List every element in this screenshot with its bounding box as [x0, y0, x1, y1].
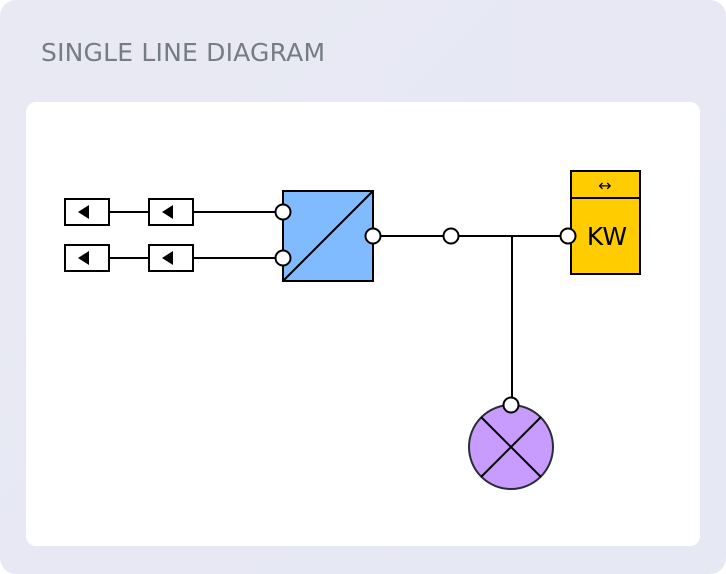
meter-label: KW — [587, 222, 627, 251]
inverter-diagonal — [282, 190, 374, 282]
load-input-node[interactable] — [502, 396, 520, 414]
inverter-output-node[interactable] — [364, 227, 382, 245]
lamp-cross-2 — [480, 416, 542, 478]
bidirectional-arrow-icon: ↔ — [598, 176, 611, 195]
kw-meter[interactable]: ↔ KW — [570, 170, 641, 275]
pv-module-2a[interactable] — [64, 244, 110, 272]
load-lamp[interactable] — [468, 404, 554, 490]
diode-triangle-icon — [162, 251, 173, 265]
bus-node[interactable] — [442, 227, 460, 245]
inverter-input-node-1[interactable] — [274, 203, 292, 221]
inverter-input-node-2[interactable] — [274, 249, 292, 267]
diode-triangle-icon — [78, 251, 89, 265]
diode-triangle-icon — [162, 205, 173, 219]
meter-input-node[interactable] — [559, 227, 577, 245]
inverter[interactable] — [282, 190, 374, 282]
pv-module-2b[interactable] — [148, 244, 194, 272]
page-title: SINGLE LINE DIAGRAM — [41, 38, 326, 67]
diode-triangle-icon — [78, 205, 89, 219]
pv-module-1a[interactable] — [64, 198, 110, 226]
pv-module-1b[interactable] — [148, 198, 194, 226]
